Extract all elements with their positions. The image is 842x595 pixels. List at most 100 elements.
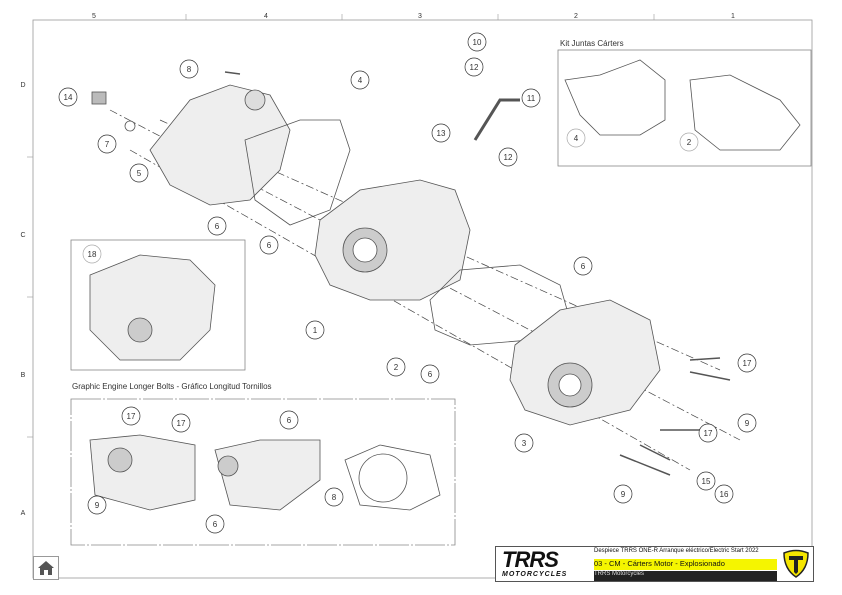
bolts-box-title: Graphic Engine Longer Bolts - Gráfico Lo… (72, 382, 272, 391)
kit-box (557, 49, 812, 167)
svg-text:2: 2 (687, 138, 692, 147)
svg-text:13: 13 (437, 129, 446, 138)
column-label: 4 (264, 13, 268, 20)
logo-text: TRRS (502, 547, 559, 572)
trrs-logo: TRRS MOTORCYCLES (498, 547, 593, 581)
part-14 (91, 91, 107, 105)
drawing-frame (32, 19, 813, 579)
bolt-diagram-center (214, 439, 321, 511)
callout-12: 12 (464, 57, 484, 77)
bolt-callout-9: 9 (87, 495, 107, 515)
svg-text:3: 3 (522, 439, 527, 448)
callout-11: 11 (521, 88, 541, 108)
row-label: A (21, 510, 26, 517)
callout-1: 1 (305, 320, 325, 340)
bolt-callout-6: 6 (205, 514, 225, 534)
svg-text:6: 6 (215, 222, 220, 231)
svg-text:18: 18 (88, 250, 97, 259)
callout-17: 17 (737, 353, 757, 373)
svg-text:10: 10 (473, 38, 482, 47)
svg-text:9: 9 (95, 501, 100, 510)
clutch-cover-gasket (244, 119, 351, 226)
bolt-callout-6: 6 (279, 410, 299, 430)
callout-4: 4 (350, 70, 370, 90)
svg-text:12: 12 (504, 153, 513, 162)
part-11-hose (473, 98, 520, 141)
svg-text:5: 5 (137, 169, 142, 178)
column-label: 5 (92, 13, 96, 20)
callout-8: 8 (179, 59, 199, 79)
column-label: 3 (418, 13, 422, 20)
svg-text:17: 17 (177, 419, 186, 428)
kit-callout-4: 4 (566, 128, 586, 148)
bolt-diagram-cover (344, 444, 441, 511)
svg-text:16: 16 (720, 490, 729, 499)
svg-text:6: 6 (267, 241, 272, 250)
bolt-callout-17: 17 (171, 413, 191, 433)
svg-text:7: 7 (105, 140, 110, 149)
callout-16: 16 (714, 484, 734, 504)
svg-text:9: 9 (621, 490, 626, 499)
svg-text:17: 17 (704, 429, 713, 438)
svg-text:17: 17 (127, 412, 136, 421)
svg-text:6: 6 (428, 370, 433, 379)
assembly-box (70, 239, 246, 371)
svg-text:2: 2 (394, 363, 399, 372)
kit-gasket-4 (564, 59, 666, 136)
title-line-2: 03 - CM - Cárters Motor - Explosionado (594, 559, 777, 570)
clutch-cover (149, 84, 291, 206)
column-label: 1 (731, 13, 735, 20)
row-label: D (20, 82, 25, 89)
callout-9: 9 (737, 413, 757, 433)
logo-subtext: MOTORCYCLES (502, 571, 568, 578)
part-7 (124, 120, 136, 132)
svg-text:14: 14 (64, 93, 73, 102)
callout-6: 6 (207, 216, 227, 236)
bolt-callout-8: 8 (324, 487, 344, 507)
callout-15: 15 (696, 471, 716, 491)
left-crankcase (314, 179, 471, 301)
home-icon (38, 561, 54, 575)
home-button[interactable] (33, 556, 59, 580)
callout-12: 12 (498, 147, 518, 167)
kit-box-title: Kit Juntas Cárters (560, 39, 624, 48)
right-crankcase (509, 299, 661, 426)
callout-9: 9 (613, 484, 633, 504)
svg-text:6: 6 (287, 416, 292, 425)
callout-17: 17 (698, 423, 718, 443)
callout-7: 7 (97, 134, 117, 154)
svg-text:4: 4 (574, 134, 579, 143)
svg-text:12: 12 (470, 63, 479, 72)
callout-10: 10 (467, 32, 487, 52)
callout-14: 14 (58, 87, 78, 107)
callout-3: 3 (514, 433, 534, 453)
callout-6: 6 (573, 256, 593, 276)
row-label: C (20, 232, 25, 239)
callout-6: 6 (259, 235, 279, 255)
svg-text:17: 17 (743, 359, 752, 368)
svg-text:8: 8 (332, 493, 337, 502)
grid-labels: 5 4 3 2 1 D C B A (20, 13, 735, 517)
callout-18: 18 (82, 244, 102, 264)
bolts-box (70, 398, 456, 546)
assembled-crankcase (89, 254, 216, 361)
svg-text:1: 1 (313, 326, 318, 335)
bolt-diagram-left (89, 434, 196, 511)
callout-2: 2 (386, 357, 406, 377)
svg-text:4: 4 (358, 76, 363, 85)
engine-parts (89, 59, 801, 511)
callout-5: 5 (129, 163, 149, 183)
callout-6: 6 (420, 364, 440, 384)
title-block: TRRS MOTORCYCLES Despiece TRRS ONE-R Arr… (495, 546, 814, 582)
title-line-1: Despiece TRRS ONE-R Arranque eléctrico/E… (594, 548, 759, 554)
svg-text:11: 11 (527, 94, 536, 103)
kit-callout-2: 2 (679, 132, 699, 152)
svg-text:6: 6 (581, 262, 586, 271)
bolt-callout-17: 17 (121, 406, 141, 426)
callout-13: 13 (431, 123, 451, 143)
svg-text:6: 6 (213, 520, 218, 529)
title-line-3: TRRS Motorcycles (594, 571, 777, 581)
row-label: B (21, 372, 26, 379)
trrs-shield-logo (783, 549, 809, 578)
